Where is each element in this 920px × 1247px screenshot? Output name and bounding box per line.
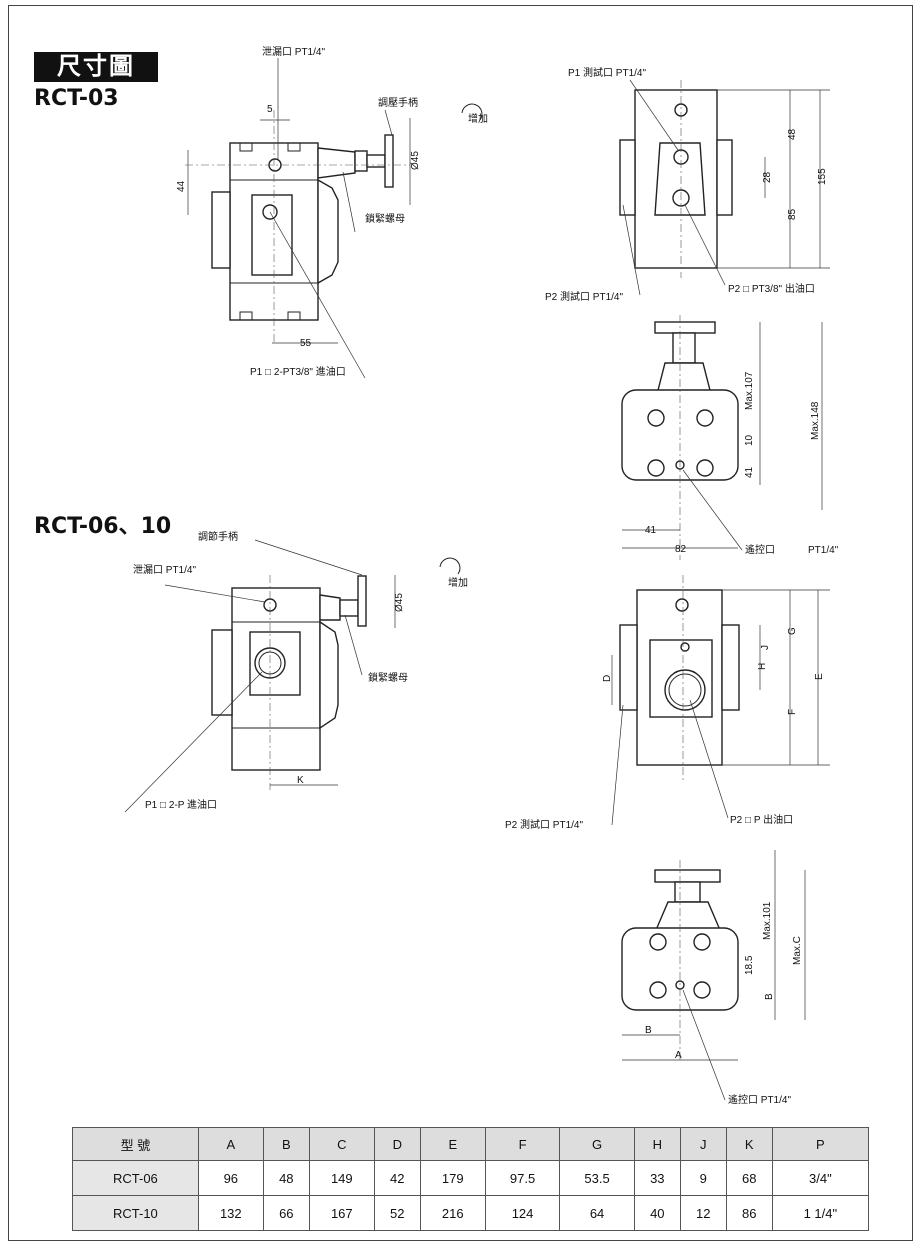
col-p: P: [771, 1127, 870, 1161]
col-b: B: [262, 1127, 310, 1161]
inlet-port-label: P1 □ 2-P 進油口: [145, 798, 217, 811]
remote-port-size: PT1/4": [808, 545, 839, 556]
model-title-rct03: RCT-03: [34, 86, 119, 111]
dim-48: 48: [787, 128, 798, 140]
dim-k: K: [297, 775, 304, 786]
dim-b-horizontal: B: [645, 1025, 652, 1036]
col-c: C: [308, 1127, 375, 1161]
dim-55: 55: [300, 338, 312, 349]
p2-test-port-label: P2 測試口 PT1/4": [545, 290, 623, 303]
col-g: G: [559, 1127, 635, 1161]
remote-port-label: 遙控口 PT1/4": [728, 1093, 791, 1106]
cell: 12: [679, 1195, 727, 1231]
col-model: 型 號: [72, 1127, 199, 1161]
lock-nut-label: 鎖緊螺母: [368, 671, 408, 684]
dim-max-107: Max.107: [744, 371, 755, 410]
col-k: K: [725, 1127, 773, 1161]
inlet-port-label: P1 □ 2-PT3/8" 進油口: [250, 365, 346, 378]
dim-max-101: Max.101: [762, 901, 773, 940]
col-d: D: [373, 1127, 421, 1161]
cell: 97.5: [484, 1160, 561, 1196]
rct06-side-view: 調節手柄 泄漏口 PT1/4" 增加 Ø45 鎖緊螺母 K P1 □ 2-P 進…: [124, 530, 468, 813]
cell: 33: [633, 1160, 681, 1196]
cell: 48: [262, 1160, 310, 1196]
table-header-row: 型 號 A B C D E F G H J K P: [72, 1127, 870, 1161]
cell: 1 1/4": [771, 1195, 870, 1231]
dim-41-horizontal: 41: [645, 525, 657, 536]
rct06-front-view: G J H E F D P2 測試口 PT1/4" P2 □ P 出油口: [505, 575, 830, 831]
cell: 66: [262, 1195, 310, 1231]
dim-a: A: [675, 1050, 682, 1061]
cell: 216: [419, 1195, 486, 1231]
drain-port-label: 泄漏口 PT1/4": [133, 563, 196, 576]
rct03-side-view: 泄漏口 PT1/4" 調壓手柄 增加 鎖緊螺母 P1 □ 2-PT3/8" 進油…: [176, 45, 488, 379]
outlet-port-label: P2 □ PT3/8" 出油口: [728, 282, 815, 295]
increase-label: 增加: [468, 112, 488, 125]
dimension-drawing-badge: 尺寸圖: [34, 52, 158, 82]
dim-max-148: Max.148: [810, 401, 821, 440]
p1-test-port-label: P1 測試口 PT1/4": [568, 66, 646, 79]
cell-model: RCT-06: [72, 1160, 199, 1196]
dim-28: 28: [762, 171, 773, 183]
cell: 149: [308, 1160, 375, 1196]
rct06-top-view: Max.101 Max.C 18.5 B B A 遙控口 PT1/4": [621, 850, 806, 1106]
cell-model: RCT-10: [72, 1195, 199, 1231]
cell: 167: [308, 1195, 375, 1231]
dim-j: J: [760, 645, 771, 650]
cell: 52: [373, 1195, 421, 1231]
dim-d: D: [602, 675, 613, 682]
dim-g: G: [787, 627, 798, 635]
dim-h: H: [757, 663, 768, 670]
p2-test-port-label: P2 測試口 PT1/4": [505, 818, 583, 831]
dimension-table: 型 號 A B C D E F G H J K P RCT-06 96 48 1…: [72, 1127, 870, 1231]
dim-44: 44: [176, 180, 187, 192]
increase-label: 增加: [448, 576, 468, 589]
rct03-front-view: P1 測試口 PT1/4" P2 測試口 PT1/4" P2 □ PT3/8" …: [545, 66, 830, 303]
table-row: RCT-10 132 66 167 52 216 124 64 40 12 86…: [72, 1195, 870, 1231]
cell: 86: [725, 1195, 773, 1231]
dim-max-c: Max.C: [792, 936, 803, 965]
col-j: J: [679, 1127, 727, 1161]
cell: 3/4": [771, 1160, 870, 1196]
cell: 179: [419, 1160, 486, 1196]
model-title-rct06-10: RCT-06、10: [34, 514, 172, 539]
cell: 64: [559, 1195, 635, 1231]
page-frame: [8, 5, 913, 1241]
cell: 53.5: [559, 1160, 635, 1196]
col-a: A: [197, 1127, 264, 1161]
adjust-handle-label: 調節手柄: [198, 530, 238, 543]
dim-f: F: [787, 709, 798, 715]
lock-nut-label: 鎖緊螺母: [365, 212, 405, 225]
dim-155: 155: [817, 168, 828, 185]
drain-port-label: 泄漏口 PT1/4": [262, 45, 325, 58]
dim-b-vertical: B: [764, 993, 775, 1000]
dim-diameter-45: Ø45: [410, 151, 421, 170]
dim-85: 85: [787, 208, 798, 220]
col-e: E: [419, 1127, 486, 1161]
dim-10: 10: [744, 434, 755, 446]
cell: 132: [197, 1195, 264, 1231]
dim-18-5: 18.5: [744, 955, 755, 975]
cell: 68: [725, 1160, 773, 1196]
col-f: F: [484, 1127, 561, 1161]
col-h: H: [633, 1127, 681, 1161]
dim-41-vertical: 41: [744, 466, 755, 478]
cell: 40: [633, 1195, 681, 1231]
cell: 9: [679, 1160, 727, 1196]
remote-port-label: 遙控口: [745, 543, 775, 556]
cell: 124: [484, 1195, 561, 1231]
cell: 42: [373, 1160, 421, 1196]
cell: 96: [197, 1160, 264, 1196]
dim-82: 82: [675, 544, 687, 555]
dim-e: E: [814, 673, 825, 680]
outlet-port-label: P2 □ P 出油口: [730, 813, 793, 826]
dim-5: 5: [267, 104, 273, 115]
dim-diameter-45: Ø45: [394, 593, 405, 612]
adjust-handle-label: 調壓手柄: [378, 96, 418, 109]
table-row: RCT-06 96 48 149 42 179 97.5 53.5 33 9 6…: [72, 1160, 870, 1196]
rct03-top-view: Max.107 Max.148 10 41 41 82 遙控口 PT1/4": [621, 315, 839, 560]
